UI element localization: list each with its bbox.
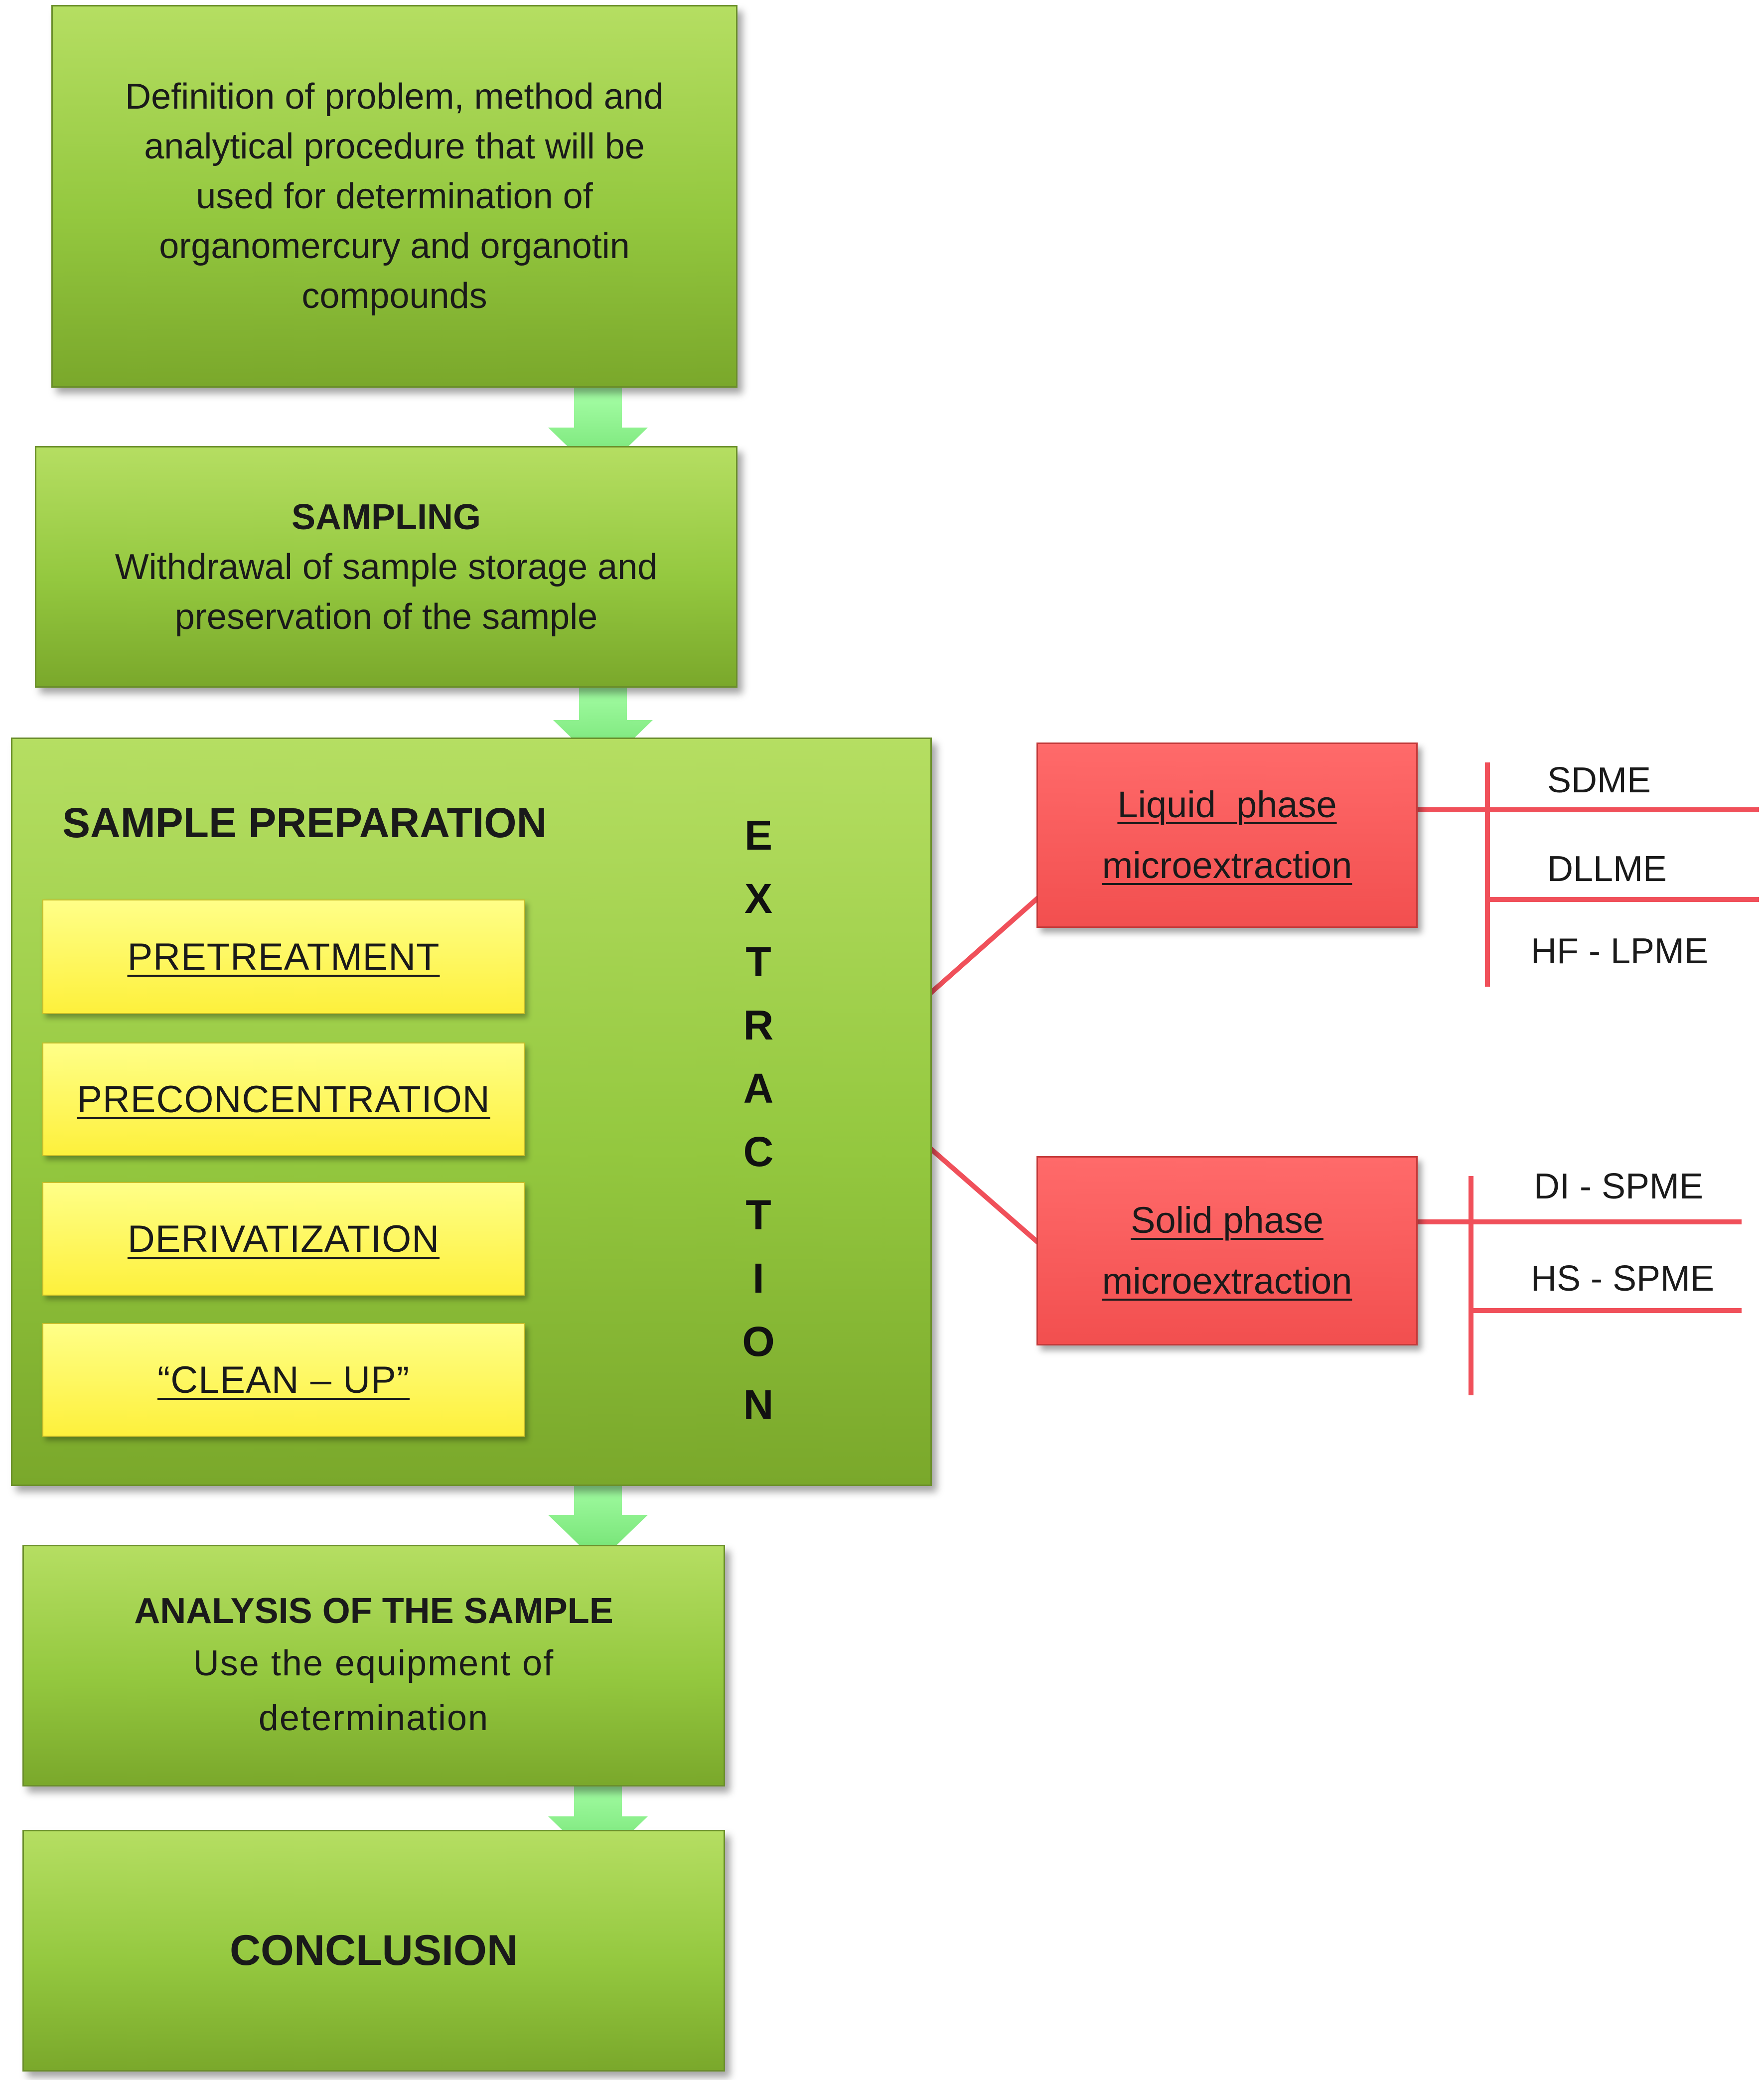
- technique-dllme: DLLME: [1547, 849, 1667, 889]
- down-arrow-4: [548, 1777, 648, 1865]
- liquid-phase-box: Liquid phase microextraction: [1036, 743, 1418, 928]
- definition-line: Definition of problem, method and: [125, 77, 664, 117]
- extraction-letter: N: [743, 1381, 774, 1428]
- technique-sdme: SDME: [1547, 760, 1651, 800]
- liquid-phase-line: microextraction: [1102, 845, 1352, 886]
- extraction-letter: I: [752, 1255, 764, 1302]
- substep-pretreatment: PRETREATMENT: [42, 899, 525, 1014]
- solid-phase-box: Solid phase microextraction: [1036, 1156, 1418, 1345]
- technique-hf-lpme: HF - LPME: [1531, 931, 1709, 971]
- extraction-letter: A: [743, 1065, 774, 1112]
- substep-derivatization: DERIVATIZATION: [42, 1182, 525, 1296]
- down-arrow-1: [548, 388, 648, 476]
- definition-line: compounds: [301, 276, 487, 316]
- substep-label: PRETREATMENT: [127, 935, 440, 978]
- substep-label: PRECONCENTRATION: [77, 1078, 490, 1121]
- sampling-step-box: SAMPLING Withdrawal of sample storage an…: [35, 446, 737, 688]
- extraction-letter: O: [742, 1318, 775, 1365]
- substep-label: DERIVATIZATION: [127, 1217, 440, 1260]
- substep-label: “CLEAN – UP”: [157, 1358, 410, 1401]
- conclusion-title: CONCLUSION: [229, 1927, 518, 1974]
- analysis-step-box: ANALYSIS OF THE SAMPLE Use the equipment…: [22, 1545, 725, 1786]
- technique-di-spme: DI - SPME: [1534, 1167, 1704, 1206]
- substep-clean-up: “CLEAN – UP”: [42, 1323, 525, 1437]
- solid-phase-line: microextraction: [1102, 1260, 1352, 1302]
- sampling-title: SAMPLING: [291, 497, 481, 537]
- extraction-letter: E: [744, 812, 773, 859]
- extraction-letter: T: [745, 1191, 771, 1238]
- substep-preconcentration: PRECONCENTRATION: [42, 1042, 525, 1156]
- conclusion-step-box: CONCLUSION: [22, 1830, 725, 2072]
- liquid-phase-line: Liquid phase: [1117, 784, 1337, 825]
- extraction-letter: R: [743, 1002, 774, 1048]
- extraction-connectors: [838, 762, 1759, 1395]
- extraction-letter: X: [744, 875, 773, 922]
- analysis-title: ANALYSIS OF THE SAMPLE: [134, 1591, 613, 1631]
- sample-preparation-title: SAMPLE PREPARATION: [62, 799, 547, 846]
- sampling-line: preservation of the sample: [174, 596, 598, 637]
- definition-line: organomercury and organotin: [159, 226, 630, 266]
- definition-line: used for determination of: [196, 176, 593, 216]
- down-arrow-3: [548, 1475, 648, 1563]
- analysis-line: Use the equipment of: [193, 1643, 555, 1683]
- down-arrow-2: [553, 680, 653, 768]
- definition-step-box: Definition of problem, method and analyt…: [51, 5, 737, 388]
- analysis-line: determination: [258, 1698, 489, 1738]
- technique-hs-spme: HS - SPME: [1531, 1259, 1715, 1299]
- sampling-line: Withdrawal of sample storage and: [115, 547, 658, 587]
- extraction-letter: C: [743, 1128, 774, 1175]
- extraction-letter: T: [745, 938, 771, 985]
- definition-line: analytical procedure that will be: [144, 127, 645, 166]
- solid-phase-line: Solid phase: [1131, 1199, 1323, 1241]
